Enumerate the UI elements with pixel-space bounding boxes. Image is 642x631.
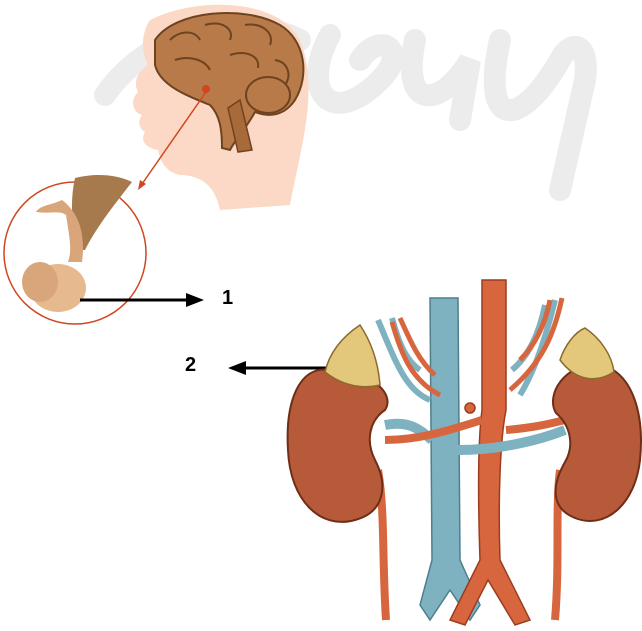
pituitary-marker [202, 85, 210, 93]
left-kidney [288, 370, 388, 522]
right-adrenal-gland [560, 328, 614, 379]
label-1: 1 [222, 287, 233, 310]
pointer-head [138, 180, 146, 190]
kidneys-adrenal-glands-icon [288, 280, 641, 625]
vena-cava [420, 298, 480, 620]
cerebellum [246, 77, 290, 113]
head-brain-icon [133, 5, 308, 210]
right-kidney [553, 365, 641, 521]
vessel-stub [465, 403, 475, 413]
label-2: 2 [185, 354, 196, 377]
left-adrenal-gland [325, 325, 380, 387]
pituitary-gland-icon [4, 175, 146, 324]
gland-lobe [22, 262, 58, 302]
